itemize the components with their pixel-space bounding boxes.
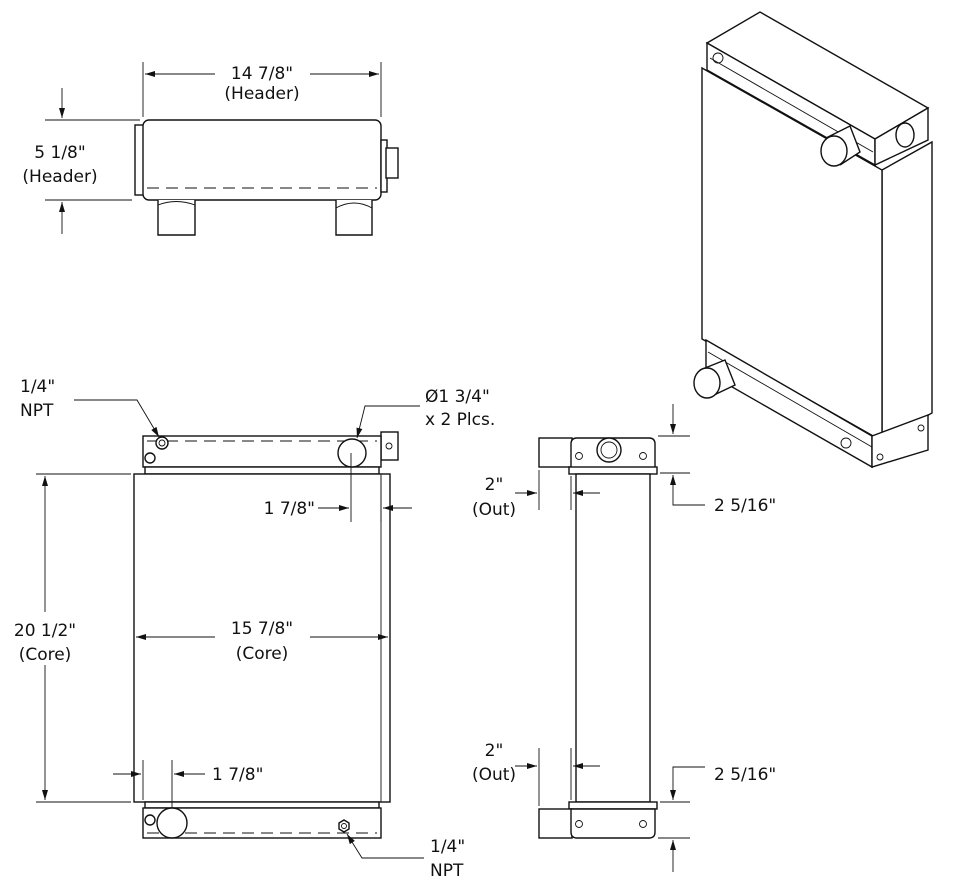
inlet-port [337, 438, 367, 468]
mount-tab [380, 431, 399, 461]
side-pipe-top [538, 437, 573, 468]
dim-note: (Header) [224, 84, 299, 104]
dim-note: (Out) [472, 765, 516, 785]
dimension-core-height: 20 1/2" (Core) [14, 473, 131, 803]
dim-label: 2" [485, 475, 504, 495]
dim-note: (Core) [236, 644, 289, 664]
callout-label: 1/4" [430, 837, 465, 857]
iso-outlet-pipe [693, 367, 721, 399]
callout-port: Ø1 3/4" x 2 Plcs. [356, 387, 495, 439]
pipe-right [335, 200, 373, 236]
callout-label: Ø1 3/4" [425, 387, 490, 407]
side-core [575, 473, 651, 803]
dim-label: 2 5/16" [714, 496, 776, 516]
dimension-header-height: 5 1/8" (Header) [22, 88, 140, 234]
side-header-bottom [570, 808, 656, 839]
dim-note: (Out) [472, 500, 516, 520]
callout-label: 1/4" [20, 377, 55, 397]
dim-label: 2" [485, 741, 504, 761]
dim-label: 1 7/8" [264, 499, 315, 519]
dimension-offset-top: 1 7/8" [264, 453, 412, 522]
dim-label: 14 7/8" [231, 64, 293, 84]
dim-label: 1 7/8" [212, 765, 263, 785]
side-pipe-bottom [538, 808, 573, 839]
callout-npt-bottom: 1/4" NPT [346, 833, 465, 881]
callout-note: NPT [20, 401, 54, 421]
dim-label: 15 7/8" [231, 619, 293, 639]
dimension-offset-bottom: 1 7/8" [113, 760, 263, 808]
outlet-port [156, 807, 188, 839]
core [133, 473, 391, 803]
iso-inlet-pipe [820, 135, 848, 167]
dimension-header-width: 14 7/8" (Header) [142, 62, 382, 117]
dimension-core-width: 15 7/8" (Core) [136, 619, 388, 664]
dimension-header-top: 2 5/16" [658, 404, 776, 516]
dim-label: 20 1/2" [14, 621, 76, 641]
pipe-left [157, 200, 196, 236]
front-view: 1/4" NPT Ø1 3/4" x 2 Plcs. 1 7/8" 20 1/2… [14, 377, 495, 881]
dimension-header-bottom: 2 5/16" [658, 765, 776, 872]
isometric-view [693, 11, 933, 469]
callout-note: NPT [430, 861, 464, 881]
dimension-out-bottom: 2" (Out) [472, 741, 600, 806]
dim-note: (Header) [22, 167, 97, 187]
callout-note: x 2 Plcs. [425, 410, 495, 430]
side-view: 2" (Out) 2 5/16" 2" (Out) 2 5/16" [472, 404, 776, 872]
dim-label: 5 1/8" [34, 143, 85, 163]
callout-npt-top: 1/4" NPT [20, 377, 160, 438]
dim-label: 2 5/16" [714, 765, 776, 785]
npt-port-top [155, 436, 169, 450]
top-view: 14 7/8" (Header) 5 1/8" (Header) [22, 62, 399, 236]
npt-port-bottom [338, 819, 350, 833]
dimension-out-top: 2" (Out) [472, 470, 600, 520]
side-port [596, 437, 622, 463]
dim-note: (Core) [19, 645, 72, 665]
